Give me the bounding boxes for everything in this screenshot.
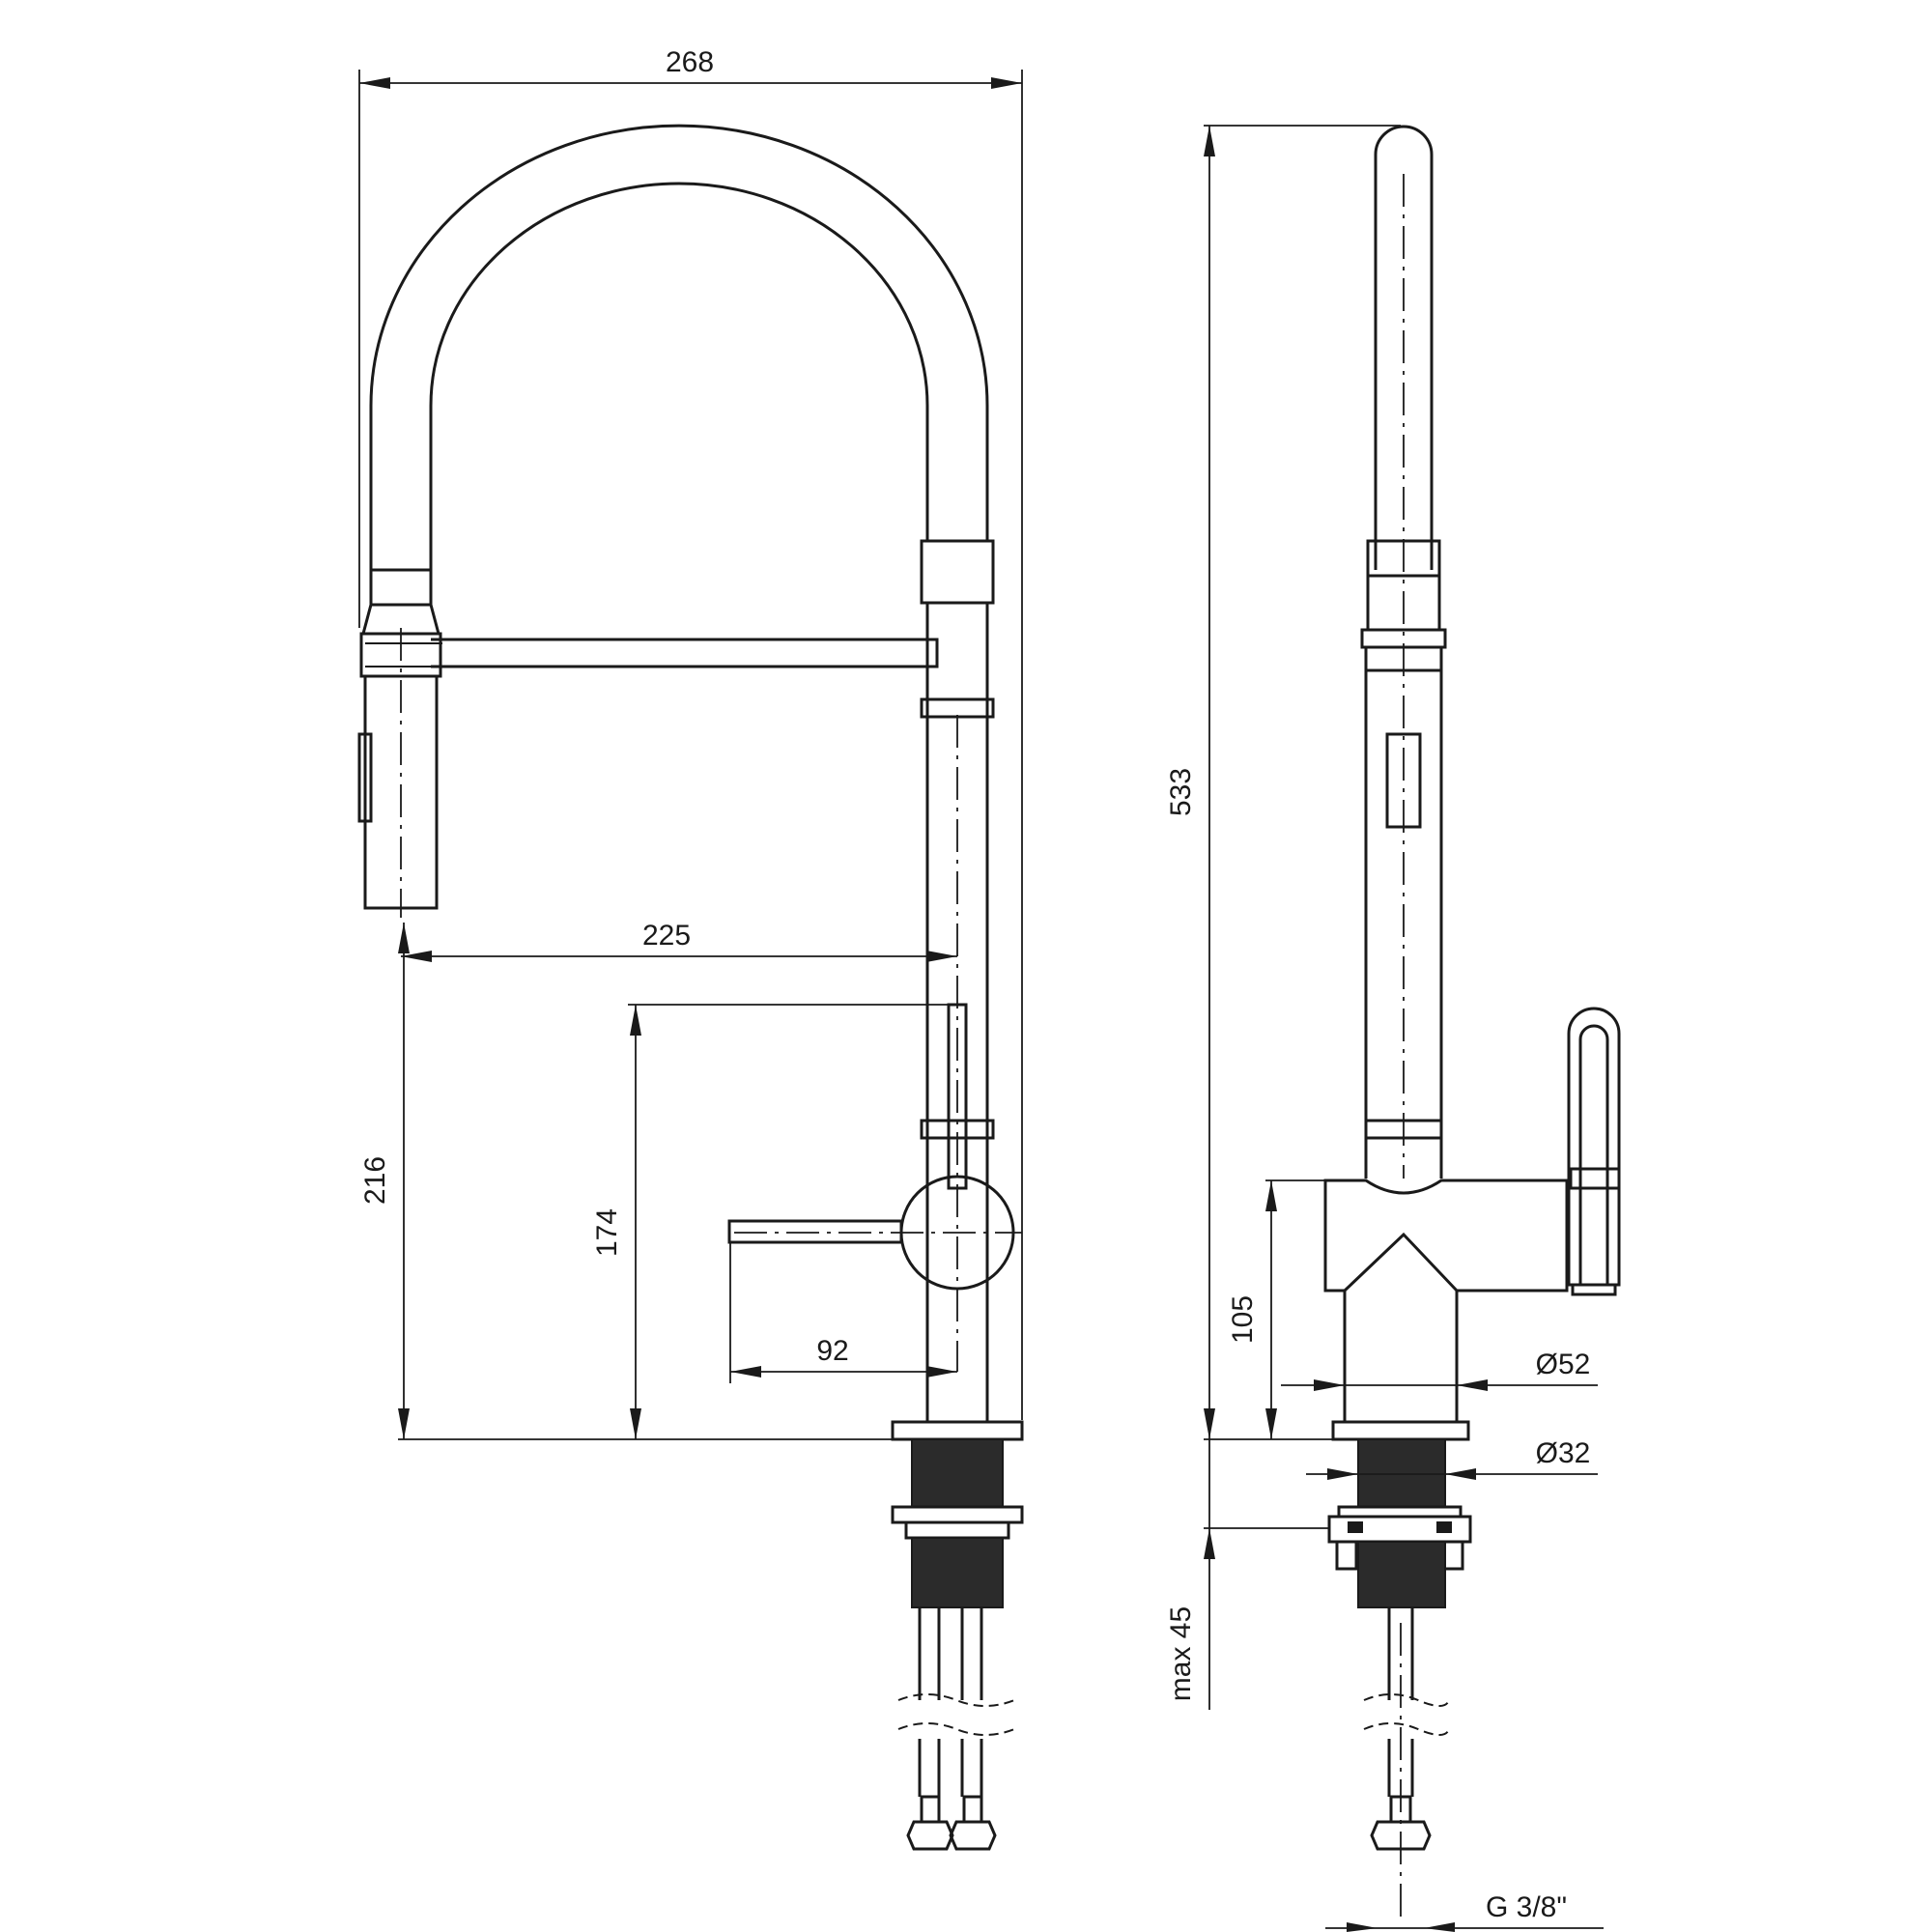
overall-width-label: 268 xyxy=(666,46,714,78)
side-mount xyxy=(1327,1420,1472,1608)
side-view: 533 xyxy=(1165,125,1621,1932)
supply-hoses xyxy=(897,1607,1015,1851)
mount-diameter-label: Ø32 xyxy=(1536,1437,1591,1469)
spout-reach-label: 225 xyxy=(642,920,691,952)
total-height-label: 533 xyxy=(1165,768,1197,816)
lever-handle xyxy=(727,1003,1022,1291)
side-lever xyxy=(1567,1007,1621,1296)
spout-height-label: 216 xyxy=(359,1156,391,1205)
threaded-mount xyxy=(891,1438,1024,1608)
dimension-lever-length: 92 xyxy=(729,1242,957,1383)
dimension-spout-reach: 225 xyxy=(401,920,957,962)
front-view: 268 xyxy=(357,46,1024,1851)
body-height-label: 105 xyxy=(1227,1295,1259,1344)
dimension-spout-height: 216 xyxy=(359,923,893,1440)
connection-thread-label: G 3/8" xyxy=(1486,1891,1567,1923)
dimension-body-diameter: Ø52 xyxy=(1281,1349,1598,1391)
side-hose xyxy=(1363,1607,1450,1922)
dimension-connection-thread: G 3/8" xyxy=(1325,1891,1604,1932)
side-spout xyxy=(1360,125,1447,1179)
dimension-body-height: 105 xyxy=(1204,1179,1333,1440)
faucet-column xyxy=(920,539,995,1422)
dimension-overall-width: 268 xyxy=(358,46,1023,1420)
body-diameter-label: Ø52 xyxy=(1536,1349,1591,1380)
dimension-mount-diameter: Ø32 xyxy=(1306,1437,1598,1480)
lever-height-label: 174 xyxy=(591,1208,623,1257)
spray-head xyxy=(357,568,442,918)
arched-spout xyxy=(369,124,989,570)
lever-length-label: 92 xyxy=(816,1335,848,1367)
deck-thickness-label: max 45 xyxy=(1165,1606,1197,1701)
dimension-lever-height: 174 xyxy=(591,1004,949,1439)
dimension-deck-thickness: max 45 xyxy=(1165,1439,1329,1710)
spray-holder-bar xyxy=(431,638,939,668)
side-column xyxy=(1364,670,1443,1179)
base-plate xyxy=(891,1420,1024,1441)
dimension-total-height: 533 xyxy=(1165,125,1401,1439)
